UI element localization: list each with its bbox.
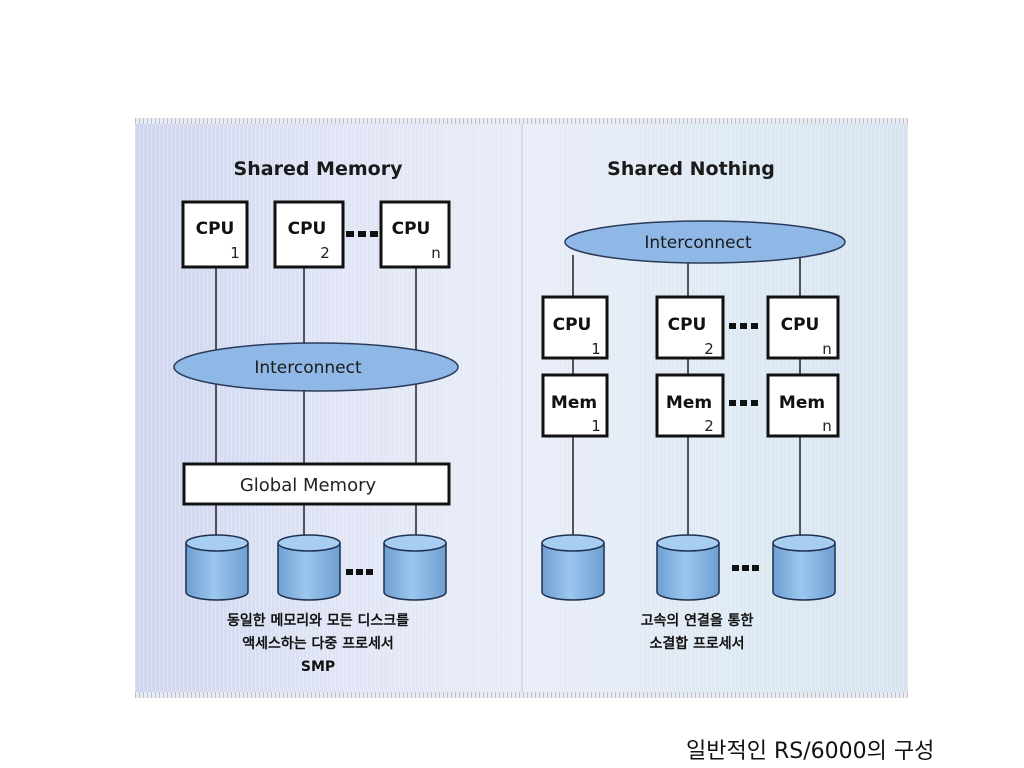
left-description-line-3: SMP xyxy=(301,659,335,675)
left-disk-1 xyxy=(185,534,249,601)
left-cpu-1: CPU 1 xyxy=(181,200,249,269)
cpu-index: 1 xyxy=(591,340,601,358)
cpu-label: CPU xyxy=(288,219,327,239)
right-interconnect: Interconnect xyxy=(564,220,846,264)
cpu-index: 2 xyxy=(704,340,714,358)
right-mem-ellipsis xyxy=(729,400,758,406)
cpu-index: n xyxy=(822,340,832,358)
diagram-panel: Shared Memory CPU 1 CPU 2 CPU n xyxy=(135,118,908,698)
right-disk-n xyxy=(772,534,836,601)
left-disk-n xyxy=(383,534,447,601)
right-mem-n: Mem n xyxy=(766,373,840,438)
right-description-line-2: 소결합 프로세서 xyxy=(649,635,744,652)
left-disk-ellipsis xyxy=(346,569,373,575)
interconnect-label: Interconnect xyxy=(644,233,752,253)
global-memory-label: Global Memory xyxy=(240,475,377,496)
right-cpu-n: CPU n xyxy=(766,295,840,360)
right-cpu-2: CPU 2 xyxy=(655,295,725,360)
left-description-line-1: 동일한 메모리와 모든 디스크를 xyxy=(227,612,409,629)
architecture-diagram: Shared Memory CPU 1 CPU 2 CPU n xyxy=(173,158,846,675)
shared-nothing-title: Shared Nothing xyxy=(607,158,775,180)
right-disk-ellipsis xyxy=(732,565,759,571)
left-description-line-2: 액세스하는 다중 프로세서 xyxy=(242,635,393,652)
cpu-index: 2 xyxy=(320,244,330,262)
interconnect-label: Interconnect xyxy=(254,358,362,378)
cpu-label: CPU xyxy=(392,219,431,239)
right-disk-1 xyxy=(541,534,605,601)
slide-caption: 일반적인 RS/6000의 구성 xyxy=(686,739,935,764)
top-strip xyxy=(135,118,908,124)
left-interconnect: Interconnect xyxy=(173,342,459,392)
mem-index: n xyxy=(822,417,832,435)
right-cpu-1: CPU 1 xyxy=(541,295,609,360)
cpu-label: CPU xyxy=(668,315,707,335)
right-mem-2: Mem 2 xyxy=(655,373,725,438)
section-divider xyxy=(521,124,523,692)
mem-label: Mem xyxy=(666,393,712,413)
mem-label: Mem xyxy=(779,393,825,413)
mem-label: Mem xyxy=(551,393,597,413)
mem-index: 1 xyxy=(591,417,601,435)
right-mem-1: Mem 1 xyxy=(541,373,609,438)
left-cpu-n: CPU n xyxy=(379,200,451,269)
cpu-index: 1 xyxy=(230,244,240,262)
left-cpu-2: CPU 2 xyxy=(273,200,345,269)
mem-index: 2 xyxy=(704,417,714,435)
left-cpu-ellipsis xyxy=(346,231,378,237)
cpu-label: CPU xyxy=(781,315,820,335)
global-memory-box: Global Memory xyxy=(182,462,451,506)
cpu-index: n xyxy=(431,244,441,262)
right-disk-2 xyxy=(656,534,720,601)
bottom-strip xyxy=(135,692,908,698)
cpu-label: CPU xyxy=(196,219,235,239)
cpu-label: CPU xyxy=(553,315,592,335)
right-cpu-ellipsis xyxy=(729,323,758,329)
right-description-line-1: 고속의 연결을 통한 xyxy=(641,612,754,629)
left-disk-2 xyxy=(277,534,341,601)
shared-memory-title: Shared Memory xyxy=(234,158,404,180)
